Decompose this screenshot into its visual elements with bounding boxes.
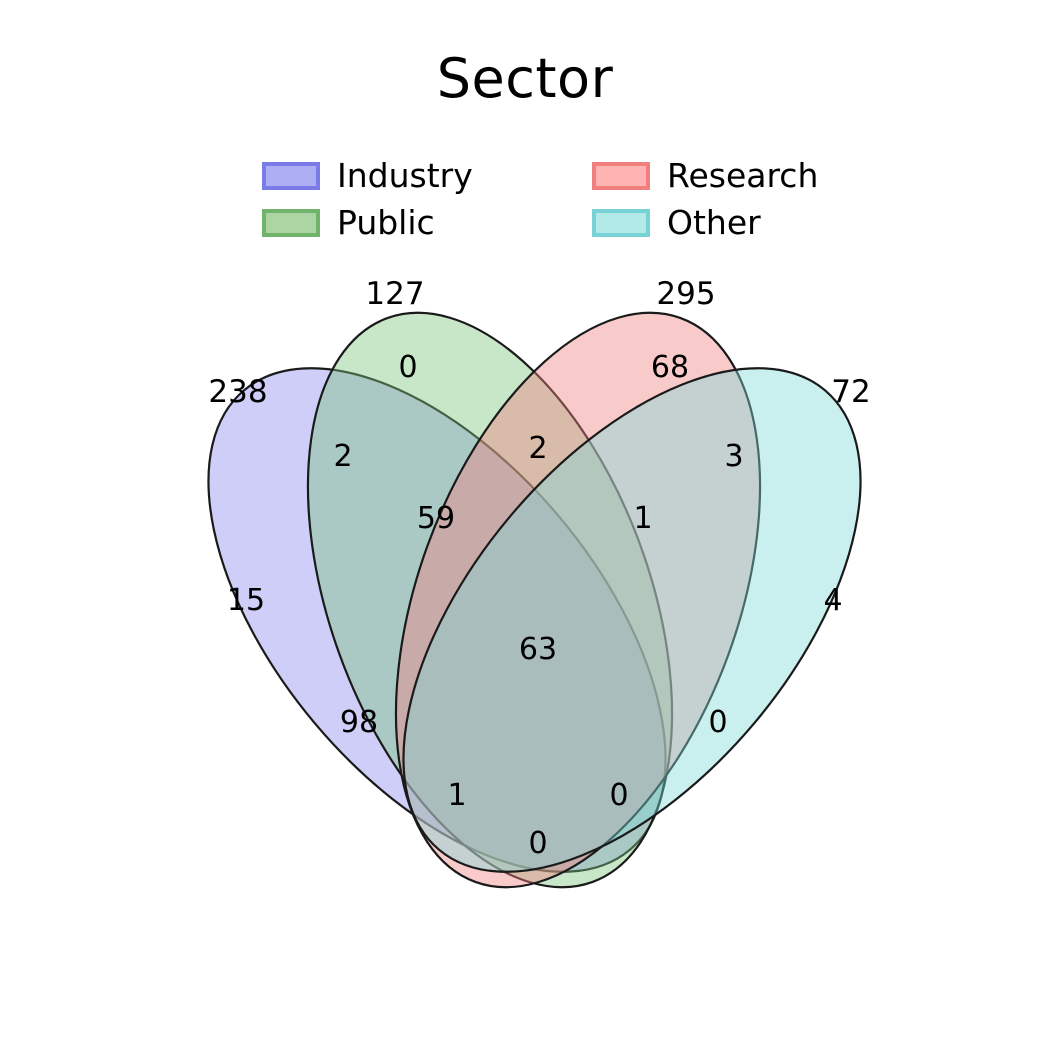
set-total-research: 295 [656, 276, 716, 312]
legend-label-public: Public [337, 203, 435, 242]
region-label-public-other: 0 [708, 705, 728, 740]
region-label-industry-research: 98 [339, 705, 379, 740]
legend-swatch-public [262, 208, 320, 237]
set-total-industry: 238 [208, 374, 268, 410]
region-label-industry-research-other: 1 [447, 778, 467, 813]
region-label-industry-public-other: 0 [609, 778, 629, 813]
region-label-industry-only: 15 [226, 583, 266, 618]
legend-item-research[interactable]: Research [592, 152, 862, 199]
legend-swatch-research [592, 161, 650, 190]
region-label-public-only: 0 [398, 350, 418, 385]
region-label-public-research: 2 [528, 431, 548, 466]
venn-ellipse-research[interactable] [325, 263, 831, 936]
set-total-public: 127 [365, 276, 425, 312]
region-label-research-other: 3 [724, 439, 744, 474]
legend-label-industry: Industry [337, 156, 473, 195]
venn-ellipse-industry[interactable] [122, 287, 753, 952]
region-label-other-only: 4 [823, 583, 843, 618]
legend-item-other[interactable]: Other [592, 199, 862, 246]
legend-label-other: Other [667, 203, 761, 242]
region-label-industry-public-research: 59 [416, 501, 456, 536]
legend-item-industry[interactable]: Industry [262, 152, 592, 199]
region-label-public-research-other: 1 [633, 501, 653, 536]
set-total-other: 72 [831, 374, 871, 410]
legend-item-public[interactable]: Public [262, 199, 592, 246]
region-label-industry-public: 2 [333, 439, 353, 474]
venn-ellipse-public[interactable] [237, 263, 743, 936]
legend-swatch-other [592, 208, 650, 237]
region-label-research-only: 68 [650, 350, 690, 385]
venn-ellipse-other[interactable] [317, 287, 948, 952]
legend-label-research: Research [667, 156, 819, 195]
legend-swatch-industry [262, 161, 320, 190]
region-label-all-four: 63 [518, 632, 558, 667]
legend: Industry Research Public Other [262, 152, 862, 246]
page-title: Sector [436, 47, 614, 110]
region-label-industry-other: 0 [528, 826, 548, 861]
